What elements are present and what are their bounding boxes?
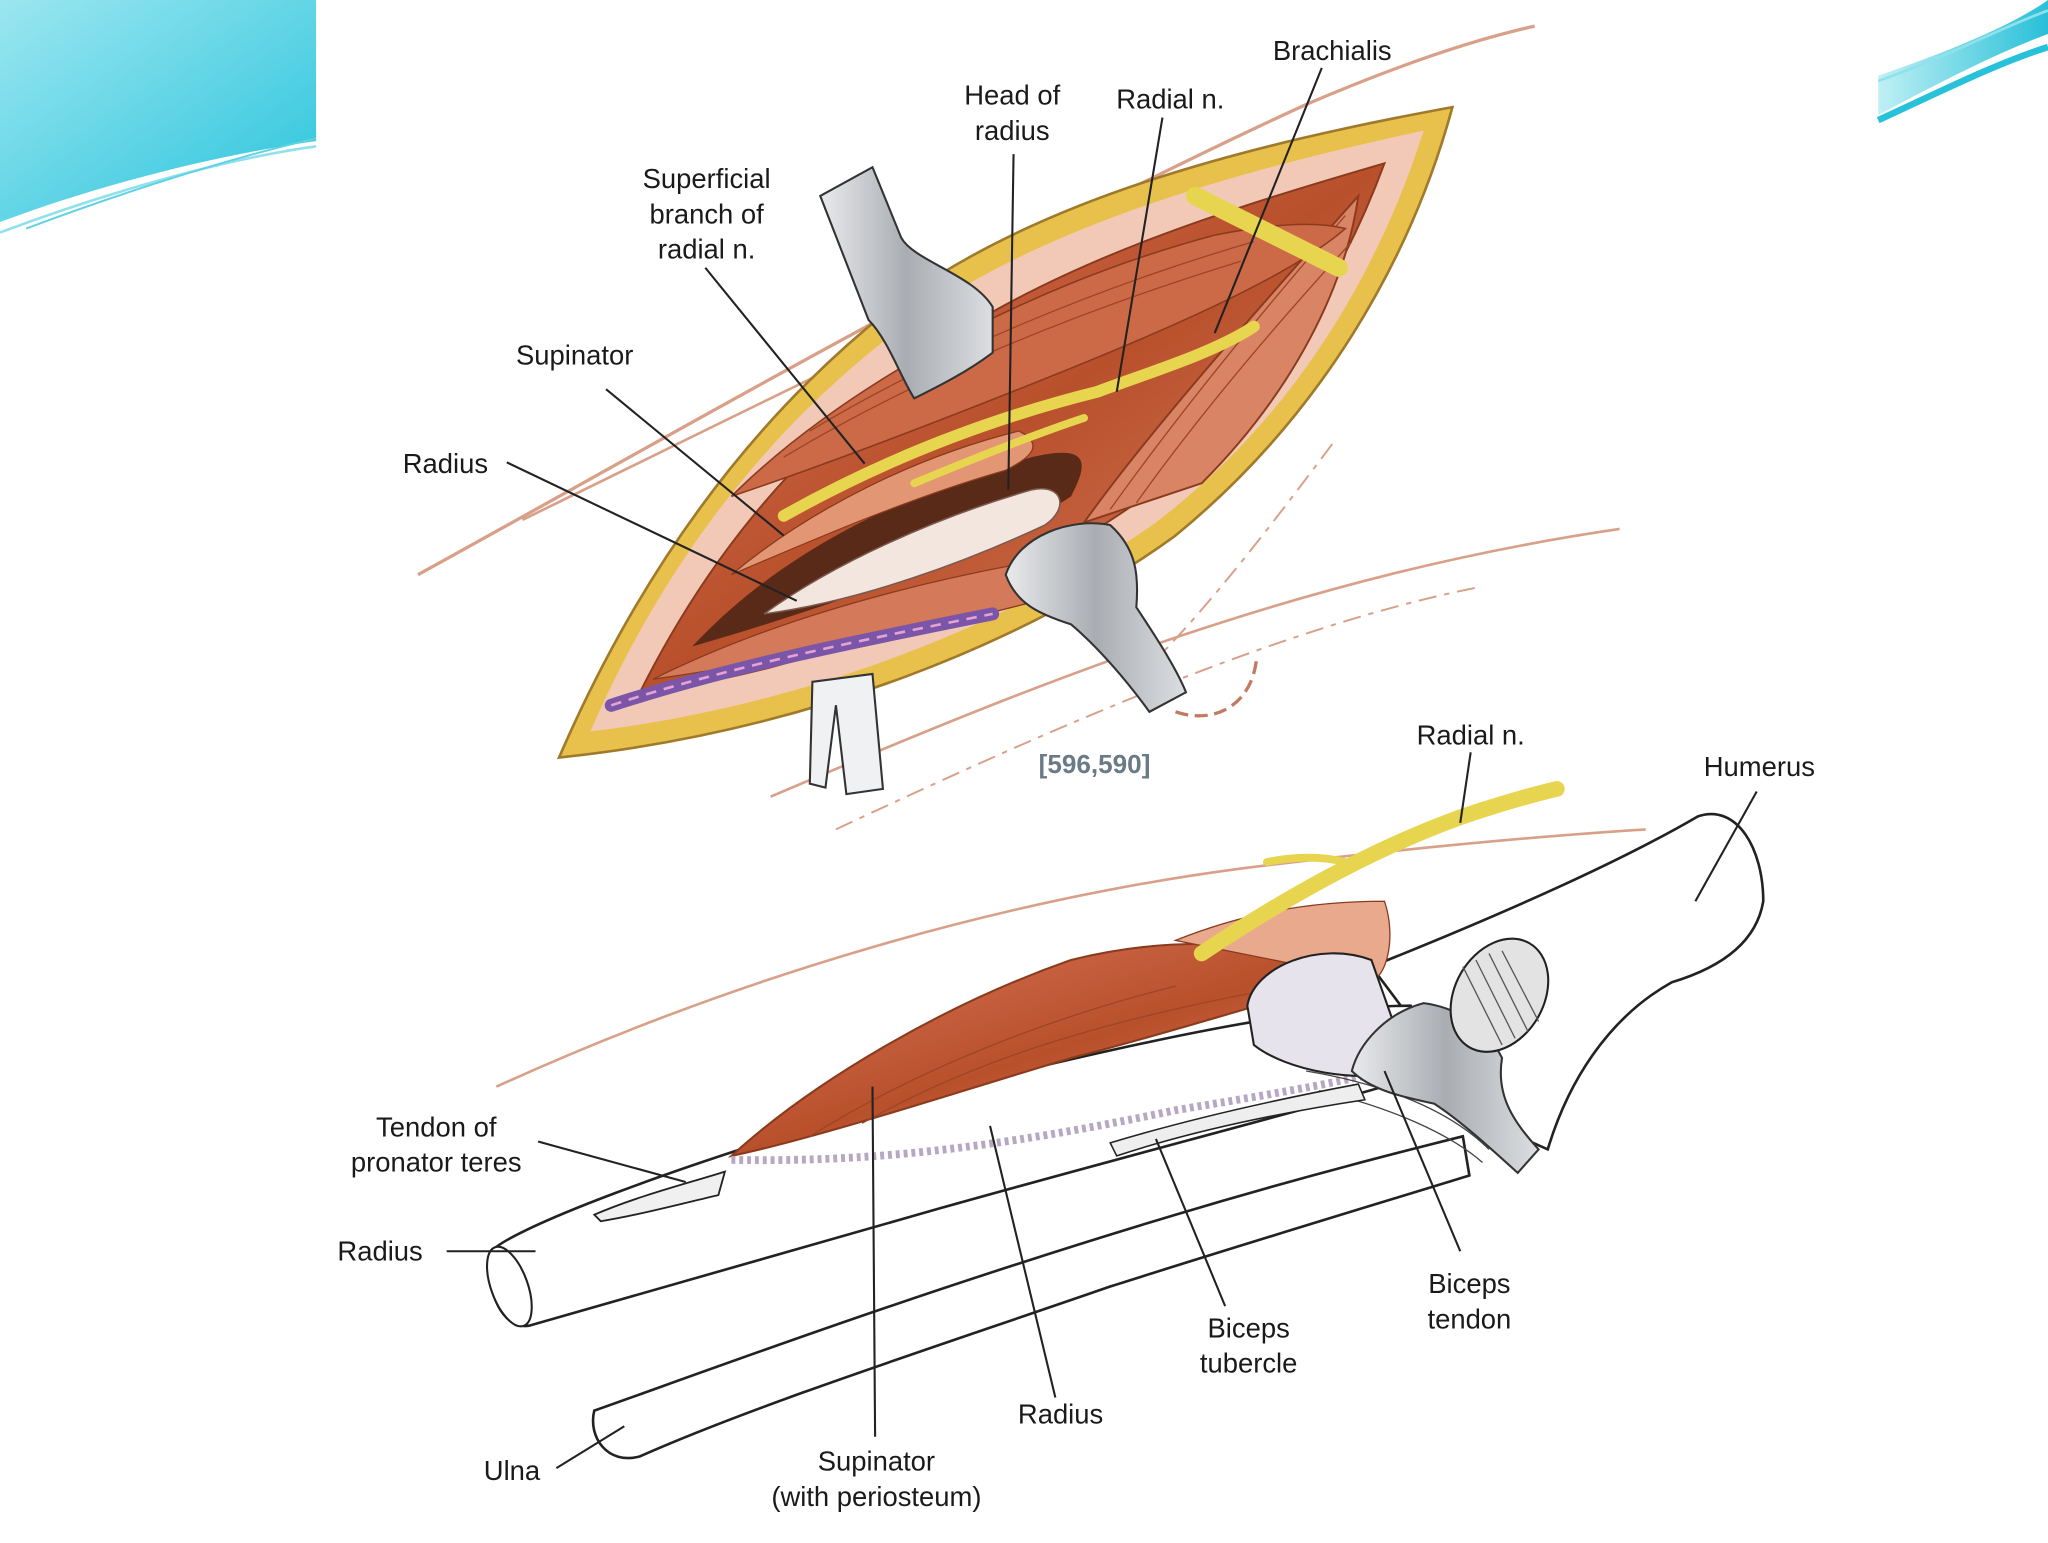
- label-line: Biceps: [1208, 1312, 1290, 1343]
- label-line: (with periosteum): [771, 1481, 981, 1512]
- bottom-bone-illustration: [485, 781, 1765, 1460]
- wave-decoration-left: [0, 0, 317, 234]
- label-line: Biceps: [1428, 1268, 1510, 1299]
- label-superficial-branch: Superficial branch of radial n.: [643, 163, 771, 265]
- label-supinator-periosteum: Supinator (with periosteum): [771, 1446, 981, 1512]
- wave-decoration-right: [1876, 0, 2048, 124]
- label-line: Tendon of: [376, 1111, 497, 1142]
- label-radial-n-top: Radial n.: [1116, 83, 1224, 114]
- label-line: tubercle: [1200, 1348, 1298, 1379]
- label-radius-bottom: Radius: [1018, 1399, 1103, 1430]
- label-line: radius: [975, 115, 1050, 146]
- label-ulna: Ulna: [484, 1455, 541, 1486]
- leader-lines: [446, 67, 1758, 1469]
- label-biceps-tendon: Biceps tendon: [1427, 1268, 1511, 1334]
- label-line: tendon: [1427, 1303, 1511, 1334]
- label-line: pronator teres: [351, 1147, 522, 1178]
- label-radial-n-bottom: Radial n.: [1417, 719, 1525, 750]
- label-supinator-top: Supinator: [516, 339, 633, 370]
- label-line: Superficial: [643, 163, 771, 194]
- label-biceps-tubercle: Biceps tubercle: [1200, 1312, 1298, 1378]
- label-humerus: Humerus: [1704, 751, 1815, 782]
- figure-label: [596,590]: [1039, 749, 1151, 779]
- label-brachialis: Brachialis: [1273, 35, 1392, 66]
- label-line: Supinator: [818, 1446, 935, 1477]
- labels: Brachialis Head of radius Radial n. Super…: [337, 35, 1815, 1512]
- label-line: Head of: [964, 79, 1060, 110]
- label-line: branch of: [649, 198, 764, 229]
- top-surgical-illustration: [417, 24, 1620, 831]
- label-radius-left: Radius: [337, 1235, 422, 1266]
- label-radius-top: Radius: [403, 448, 488, 479]
- label-tendon-pronator-teres: Tendon of pronator teres: [351, 1111, 522, 1177]
- label-line: radial n.: [658, 234, 756, 265]
- label-head-of-radius: Head of radius: [964, 79, 1060, 145]
